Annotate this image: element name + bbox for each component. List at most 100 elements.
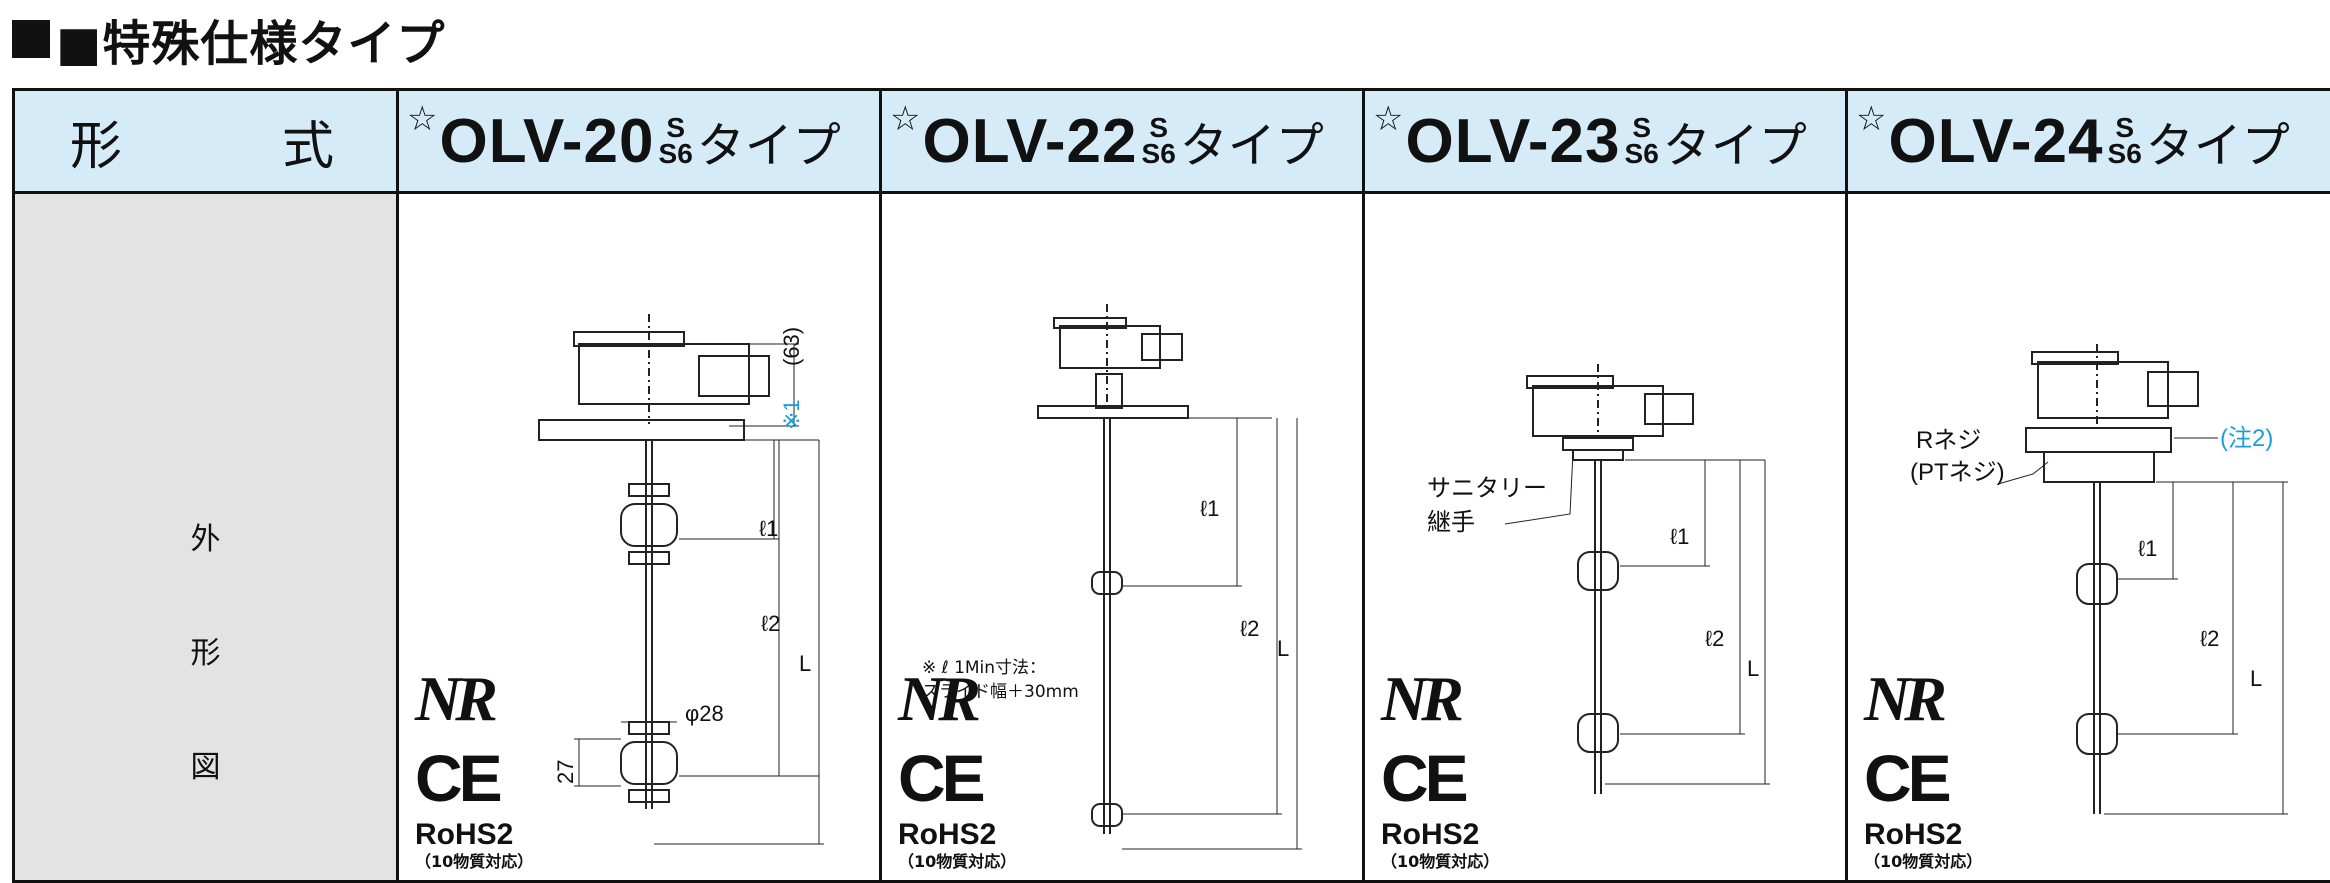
- model-type: タイプ: [1663, 106, 1807, 176]
- rohs-note: （10物質対応）: [898, 852, 1038, 872]
- model-name: OLV-24: [1888, 106, 2103, 177]
- rohs-note: （10物質対応）: [1381, 852, 1521, 872]
- slide-clamp: [1096, 374, 1122, 408]
- dim-phi28: φ28: [685, 699, 724, 729]
- cable-gland: [1142, 334, 1182, 360]
- dim-l1: ℓ1: [1670, 522, 1689, 552]
- dim-l2: ℓ2: [2200, 624, 2219, 654]
- section-title-text: ■特殊仕様タイプ: [56, 4, 445, 74]
- dim-l1: ℓ1: [759, 514, 778, 544]
- rohs-mark: RoHS2: [415, 818, 555, 852]
- model-type: タイプ: [697, 106, 841, 176]
- drawing-row: 外 形 図: [14, 193, 2330, 882]
- float-1: [2077, 564, 2117, 604]
- rohs-mark: RoHS2: [898, 818, 1038, 852]
- sanitary-label-1: サニタリー: [1427, 474, 1547, 504]
- ptneji-label: (PTネジ): [1910, 458, 2005, 488]
- dim-L: L: [1277, 634, 1289, 664]
- float-stopper: [629, 484, 669, 496]
- float-stopper: [629, 722, 669, 734]
- rohs-mark: RoHS2: [1381, 818, 1521, 852]
- dim-l2: ℓ2: [1705, 624, 1724, 654]
- star-icon: ☆: [1856, 99, 1886, 139]
- dim-l2: ℓ2: [1240, 614, 1259, 644]
- model-label-b: 式: [282, 104, 336, 179]
- hex-nut: [2026, 428, 2171, 452]
- float-2: [621, 742, 677, 784]
- drawing-cell-olv24: Rネジ (PTネジ) (注2) ℓ1 ℓ2 L NR CE RoHS2 （10物…: [1847, 193, 2330, 882]
- float-stopper: [629, 552, 669, 564]
- dim-l1: ℓ1: [2138, 534, 2157, 564]
- cable-gland: [2148, 372, 2198, 406]
- cert-marks: NR CE RoHS2 （10物質対応）: [898, 664, 1038, 872]
- cert-marks: NR CE RoHS2 （10物質対応）: [1864, 664, 2004, 872]
- drawing-cell-olv23: サニタリー 継手 ℓ1 ℓ2 L NR CE RoHS2 （10物質対応）: [1364, 193, 1847, 882]
- dim-l1: ℓ1: [1200, 494, 1219, 524]
- cable-gland: [1645, 394, 1693, 424]
- terminal-box: [1060, 326, 1160, 368]
- nr-mark: NR: [1864, 664, 2004, 734]
- sanitary-label-2: 継手: [1427, 508, 1475, 538]
- ce-mark: CE: [898, 738, 1038, 818]
- dim-L: L: [799, 649, 811, 679]
- model-suffix-bottom: S6: [1142, 141, 1176, 167]
- dim-27: 27: [551, 760, 581, 784]
- star-icon: ☆: [890, 99, 920, 139]
- note2-label: (注2): [2220, 424, 2273, 454]
- float-2: [1092, 804, 1122, 826]
- float-1: [1578, 552, 1618, 590]
- float-2: [1578, 714, 1618, 752]
- cert-marks: NR CE RoHS2 （10物質対応）: [415, 664, 555, 872]
- dim-h63: (63): [777, 327, 807, 366]
- model-name: OLV-23: [1405, 106, 1620, 177]
- dim-note1: ※1: [777, 399, 807, 430]
- square-bullet-icon: [12, 20, 50, 58]
- model-suffix-bottom: S6: [2108, 141, 2142, 167]
- dim-l2: ℓ2: [761, 609, 780, 639]
- float-stopper: [629, 790, 669, 802]
- model-type: タイプ: [2146, 106, 2290, 176]
- float-2: [2077, 714, 2117, 754]
- nr-mark: NR: [1381, 664, 1521, 734]
- model-suffix-bottom: S6: [659, 141, 693, 167]
- model-suffix-bottom: S6: [1625, 141, 1659, 167]
- ce-mark: CE: [415, 738, 555, 818]
- dim-L: L: [2250, 664, 2262, 694]
- nr-mark: NR: [415, 664, 555, 734]
- drawing-label-cell: 外 形 図: [14, 193, 398, 882]
- float-1: [1092, 572, 1122, 594]
- model-type: タイプ: [1180, 106, 1324, 176]
- sanitary-fitting-base: [1573, 450, 1623, 460]
- cable-gland: [699, 356, 769, 396]
- mount-flange: [539, 420, 744, 440]
- nr-mark: NR: [898, 664, 1038, 734]
- star-icon: ☆: [1373, 99, 1403, 139]
- drawing-label-1: 外: [191, 514, 221, 558]
- ce-mark: CE: [1381, 738, 1521, 818]
- rohs-mark: RoHS2: [1864, 818, 2004, 852]
- float-1: [621, 504, 677, 546]
- ce-mark: CE: [1864, 738, 2004, 818]
- rohs-note: （10物質対応）: [1864, 852, 2004, 872]
- drawing-label-3: 図: [191, 742, 221, 786]
- section-title: ■特殊仕様タイプ: [12, 4, 445, 74]
- drawing-cell-olv20: (63) ※1 ℓ1 ℓ2 L φ28 27 NR CE RoHS2 （10物質…: [398, 193, 881, 882]
- terminal-box: [1533, 386, 1663, 436]
- r-thread: [2044, 452, 2154, 482]
- rohs-note: （10物質対応）: [415, 852, 555, 872]
- model-name: OLV-20: [439, 106, 654, 177]
- model-label-a: 形: [70, 104, 124, 179]
- sanitary-fitting: [1563, 438, 1633, 450]
- model-label-cell: 形 式: [14, 90, 398, 193]
- drawing-cell-olv22: ℓ1 ℓ2 L ※ ℓ 1Min寸法： スライド幅＋30mm NR CE RoH…: [881, 193, 1364, 882]
- drawing-label-2: 形: [191, 628, 221, 672]
- dim-L: L: [1747, 654, 1759, 684]
- cert-marks: NR CE RoHS2 （10物質対応）: [1381, 664, 1521, 872]
- model-name: OLV-22: [922, 106, 1137, 177]
